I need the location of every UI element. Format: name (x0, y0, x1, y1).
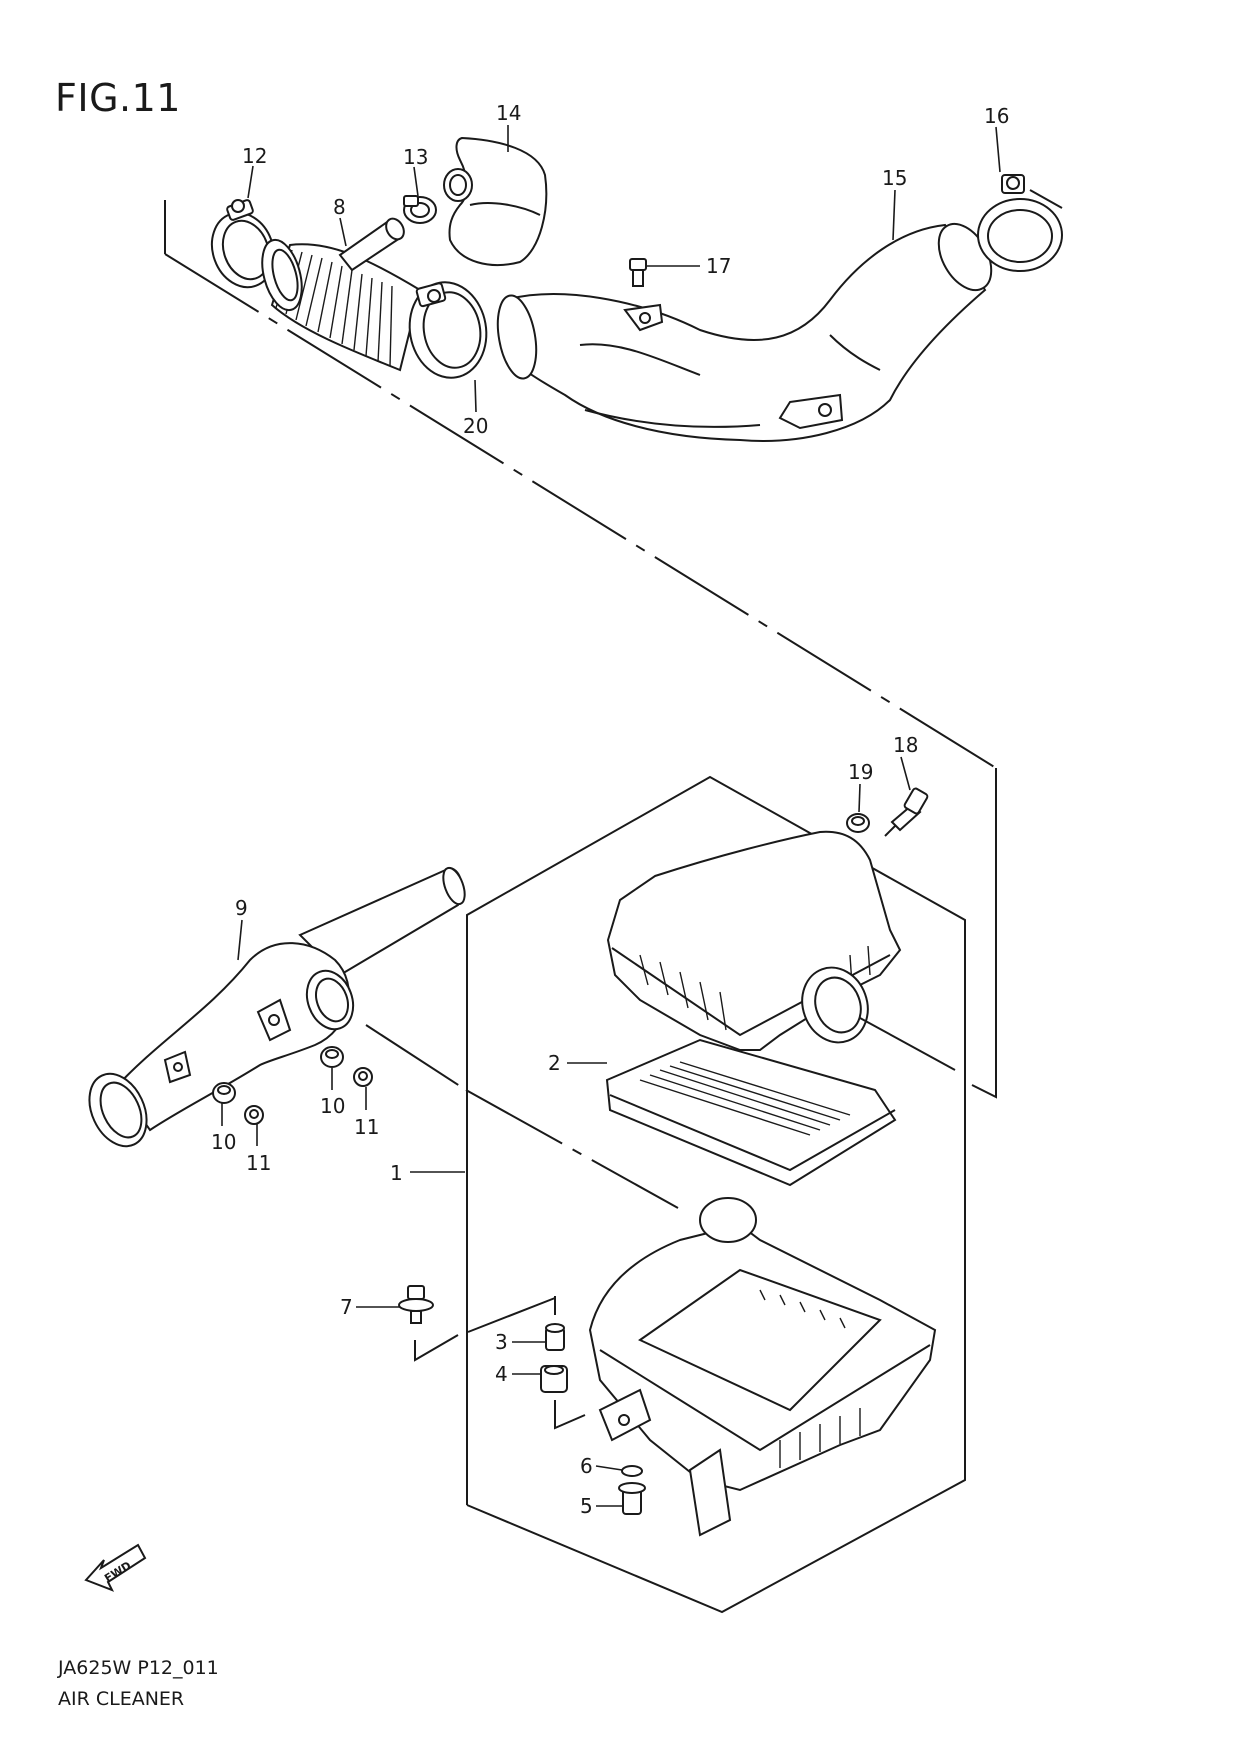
callout-9: 9 (235, 896, 248, 920)
sensor-18 (884, 787, 929, 837)
callout-5: 5 (580, 1494, 593, 1518)
collar-11b (244, 1105, 264, 1125)
leader-lines (221, 125, 1001, 1507)
bolt-17 (629, 258, 647, 287)
grommet-10a (320, 1046, 344, 1068)
hose-clamp-16 (977, 174, 1063, 272)
callout-19: 19 (848, 760, 873, 784)
air-cleaner-cap (606, 830, 956, 1071)
inlet-pipe-9 (88, 866, 466, 1148)
callout-10a: 10 (320, 1094, 345, 1118)
assembly-boundary-lines (164, 200, 997, 1614)
grommet-19 (846, 813, 870, 833)
callout-13: 13 (403, 145, 428, 169)
callout-3: 3 (495, 1330, 508, 1354)
drawing-code: JA625W P12_011 (58, 1657, 219, 1679)
air-cleaner-case (588, 1197, 937, 1537)
callout-4: 4 (495, 1362, 508, 1386)
filter-element-2 (605, 1038, 897, 1187)
callout-11b: 11 (246, 1151, 271, 1175)
part-callouts: 12 13 14 8 15 16 17 20 18 19 9 2 1 10 11… (211, 101, 1009, 1518)
bolt-7 (398, 1285, 434, 1324)
callout-7: 7 (340, 1295, 353, 1319)
callout-18: 18 (893, 733, 918, 757)
callout-15: 15 (882, 166, 907, 190)
cushion-3 (545, 1323, 565, 1351)
callout-12: 12 (242, 144, 267, 168)
callout-16: 16 (984, 104, 1009, 128)
callout-17: 17 (706, 254, 731, 278)
small-clamp-13 (403, 195, 437, 224)
collar-11a (353, 1067, 373, 1087)
cushion-5 (618, 1482, 646, 1515)
forward-arrow-icon: FWD (84, 1543, 147, 1592)
hose-clamp-12 (210, 199, 276, 289)
figure-title: FIG.11 (55, 76, 181, 120)
callout-1: 1 (390, 1161, 403, 1185)
callout-2: 2 (548, 1051, 561, 1075)
grommet-4 (540, 1365, 568, 1393)
callout-6: 6 (580, 1454, 593, 1478)
drawing-title: AIR CLEANER (58, 1688, 185, 1710)
seal-6 (621, 1465, 643, 1477)
callout-8: 8 (333, 195, 346, 219)
assembly-bracket-lines (414, 1296, 586, 1430)
air-duct-15 (496, 222, 993, 442)
elbow-duct-14 (443, 136, 548, 266)
callout-11a: 11 (354, 1115, 379, 1139)
callout-14: 14 (496, 101, 521, 125)
intake-hose-8 (261, 217, 488, 379)
callout-10b: 10 (211, 1130, 236, 1154)
grommet-10b (212, 1082, 236, 1104)
callout-20: 20 (463, 414, 488, 438)
